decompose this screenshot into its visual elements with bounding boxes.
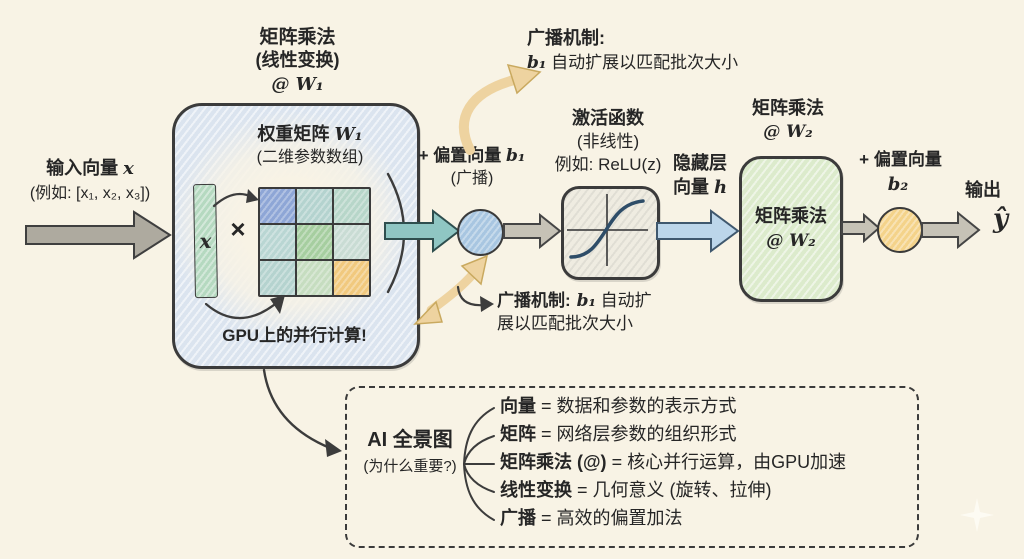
input-arrow-shape [25,210,172,260]
output-var: ŷ [992,204,1009,234]
panorama-item-key: 矩阵乘法 (@) [500,452,607,472]
broadcast-up-arrow-shaft [458,75,519,155]
matrix-bottom-curve-arrow [204,295,285,320]
bias1-to-activation-arrow [503,213,562,249]
blue-arrow-shape [656,209,740,253]
matmul2-title-line2: @ W₂ [763,122,813,142]
matrix-cell [260,225,295,259]
mid-note-curve-arrow [456,285,494,312]
activation-to-matmul2-arrow [656,209,740,253]
matrix-cell [334,225,369,259]
broadcast-mid-prefix: 广播机制: [497,291,571,310]
matmul1-title-line3: @ W₁ [271,74,324,95]
matmul2-box-line2: @ W₂ [766,231,816,252]
broadcast-mid-var: b₁ [570,291,596,311]
matmul2-box: 矩阵乘法 @ W₂ [739,156,843,302]
activation-subtitle: (非线性) [576,132,640,151]
bias1-circle [457,209,504,256]
panorama-item: 向量 = 数据和参数的表示方式 [500,396,910,418]
bias1-label-cn: + 偏置向量 [418,146,502,165]
input-vector-label: 输入向量 x [15,158,165,180]
hidden-layer-label-line2: 向量 h [664,177,736,199]
broadcast-top-var: b₁ [527,53,547,73]
box-to-panorama-arrow [262,368,342,457]
panorama-item: 矩阵 = 网络层参数的组织形式 [500,424,910,446]
matmul2-to-bias2-arrow [841,213,881,243]
input-vector-example: (例如: [x₁, x₂, x₃]) [29,185,151,202]
matrix-cell [334,189,369,223]
panorama-title: AI 全景图 [367,429,453,451]
broadcast-mid-rest: 自动扩 [595,291,652,310]
matmul-to-bias1-arrow [384,208,461,254]
panorama-item-key: 线性变换 [500,480,572,500]
bias1-mode-label: (广播) [450,170,494,187]
weight-matrix-var: W₁ [334,124,363,145]
panorama-item-rest: = 高效的偏置加法 [541,508,683,528]
panorama-item: 矩阵乘法 (@) = 核心并行运算，由GPU加速 [500,452,910,474]
panorama-item: 广播 = 高效的偏置加法 [500,508,910,530]
panorama-item-key: 向量 [500,396,536,416]
broadcast-double-arrow [413,254,489,325]
broadcast-up-arrow [458,63,542,155]
x-to-matrix-curve-arrow [212,189,259,208]
broadcast-double-arrow-head-ne [460,254,489,286]
matmul1-title-line2: (线性变换) [255,50,340,70]
matmul2-title-line1: 矩阵乘法 [752,98,824,118]
panorama-subtitle: (为什么重要?) [363,458,457,475]
input-vector-var: x [123,158,134,179]
gray-arrow-shape [841,213,881,243]
input-arrow [25,210,172,260]
hidden-layer-label-line1: 隐藏层 [673,153,727,173]
gray-arrow-shape [503,213,562,249]
input-vector-label-cn: 输入向量 [46,158,119,178]
w1-matrix-grid [258,187,371,297]
panorama-item: 线性变换 = 几何意义 (旋转、拉伸) [500,480,910,502]
weight-matrix-title: 权重矩阵 W₁ [220,124,400,146]
bias1-var: b₁ [506,146,526,166]
matrix-cell [297,225,332,259]
matmul1-title-line1: 矩阵乘法 [259,27,336,48]
matrix-cell [297,189,332,223]
bias2-circle [877,207,923,253]
sparkle-watermark [960,498,994,532]
panorama-item-rest: = 网络层参数的组织形式 [541,424,737,444]
x-vector-bar-label: x [199,228,212,254]
gray-arrow-shape [921,211,981,249]
matmul2-box-line1: 矩阵乘法 [755,206,827,227]
broadcast-top-rest: 自动扩展以匹配批次大小 [546,53,739,72]
panorama-item-rest: = 数据和参数的表示方式 [541,396,737,416]
hidden-layer-label-cn: 向量 [672,177,709,197]
broadcast-top-text: b₁ 自动扩展以匹配批次大小 [527,53,787,74]
broadcast-top-title: 广播机制: [527,28,605,48]
teal-arrow-shape [384,208,461,254]
broadcast-mid-line1: 广播机制: b₁ 自动扩 [497,291,717,312]
panorama-item-key: 矩阵 [500,424,536,444]
bias2-to-output-arrow [921,211,981,249]
matrix-cell [260,189,295,223]
sigmoid-curve [569,199,645,259]
matrix-cell [297,261,332,295]
broadcast-double-arrow-head-sw [413,300,443,325]
weight-matrix-title-cn: 权重矩阵 [257,124,330,144]
bias2-label: + 偏置向量 [859,150,942,169]
activation-example: 例如: ReLU(z) [554,155,662,174]
gpu-note: GPU上的并行计算! [222,326,367,345]
matrix-cell [334,261,369,295]
broadcast-mid-line2: 展以匹配批次大小 [497,314,633,333]
panorama-item-rest: = 核心并行运算，由GPU加速 [611,452,847,472]
matrix-cell [260,261,295,295]
panorama-box [345,386,919,548]
activation-title: 激活函数 [572,108,644,128]
broadcast-up-arrow-head [506,63,542,95]
sigmoid-plot [567,194,648,266]
bias2-var: b₂ [887,174,909,195]
panorama-item-key: 广播 [500,508,536,528]
times-sign: × [230,214,246,244]
weight-matrix-subtitle: (二维参数数组) [256,149,364,166]
output-label: 输出 [965,180,1001,200]
panorama-item-rest: = 几何意义 (旋转、拉伸) [577,480,772,500]
hidden-layer-var: h [713,177,728,198]
panorama-fan-connectors [463,407,495,521]
bias1-label: + 偏置向量 b₁ [402,146,542,167]
